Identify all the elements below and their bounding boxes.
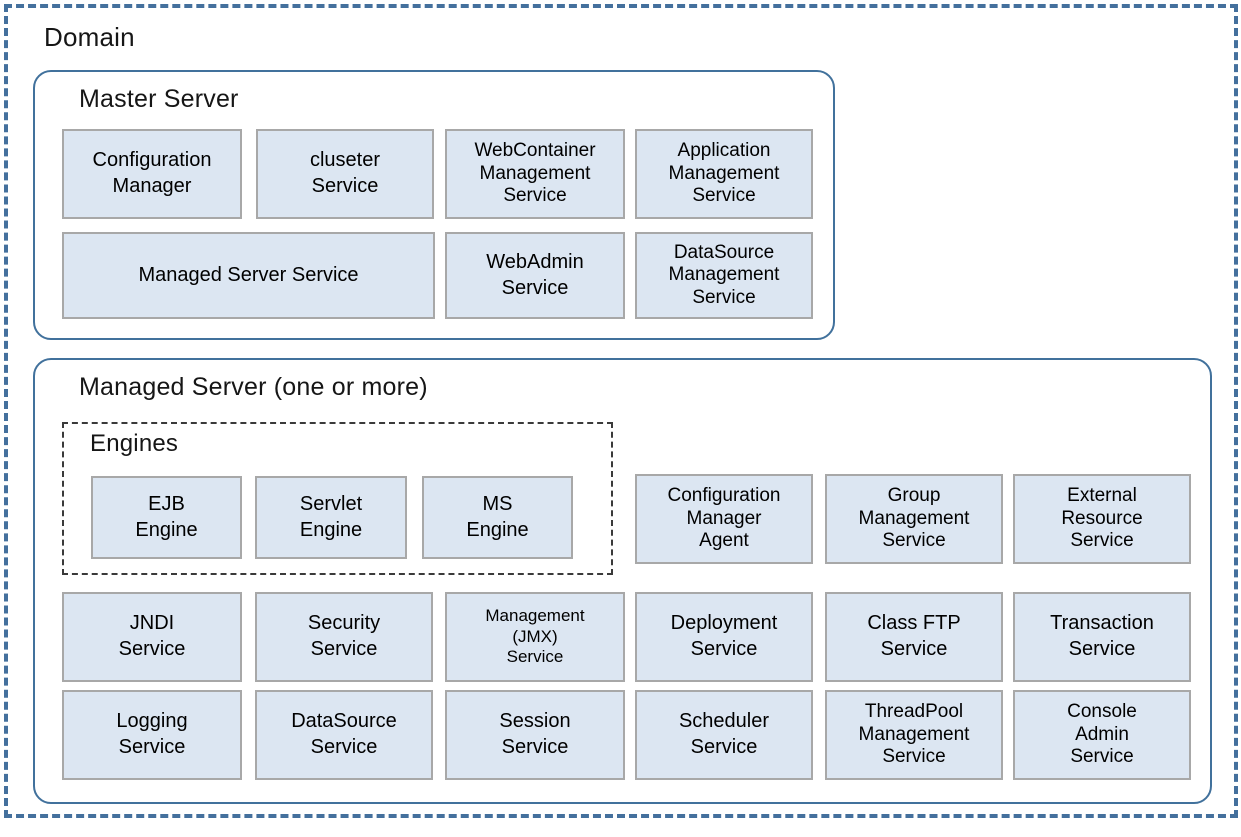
box-servlet-engine: Servlet Engine — [255, 476, 407, 559]
box-ms-engine: MS Engine — [422, 476, 573, 559]
box-webcontainer-management-service: WebContainer Management Service — [445, 129, 625, 219]
managed-server-title: Managed Server (one or more) — [79, 373, 428, 401]
box-group-management-service: Group Management Service — [825, 474, 1003, 564]
box-console-admin-service: Console Admin Service — [1013, 690, 1191, 780]
engines-group: Engines EJB Engine Servlet Engine MS Eng… — [62, 422, 613, 575]
engines-title: Engines — [90, 430, 179, 457]
box-scheduler-service: Scheduler Service — [635, 690, 813, 780]
box-session-service: Session Service — [445, 690, 625, 780]
box-datasource-service: DataSource Service — [255, 690, 433, 780]
box-logging-service: Logging Service — [62, 690, 242, 780]
box-managed-server-service: Managed Server Service — [62, 232, 435, 319]
box-cluseter-service: cluseter Service — [256, 129, 434, 219]
box-configuration-manager: Configuration Manager — [62, 129, 242, 219]
box-configuration-manager-agent: Configuration Manager Agent — [635, 474, 813, 564]
domain-title: Domain — [44, 22, 135, 52]
domain-boundary — [4, 4, 1238, 818]
managed-server-container: Managed Server (one or more) Engines EJB… — [33, 358, 1212, 804]
box-ejb-engine: EJB Engine — [91, 476, 242, 559]
master-server-title: Master Server — [79, 85, 239, 113]
box-jndi-service: JNDI Service — [62, 592, 242, 682]
master-server-container: Master Server Configuration Manager clus… — [33, 70, 835, 340]
box-management-jmx-service: Management (JMX) Service — [445, 592, 625, 682]
box-class-ftp-service: Class FTP Service — [825, 592, 1003, 682]
box-threadpool-management-service: ThreadPool Management Service — [825, 690, 1003, 780]
box-deployment-service: Deployment Service — [635, 592, 813, 682]
box-transaction-service: Transaction Service — [1013, 592, 1191, 682]
box-datasource-management-service: DataSource Management Service — [635, 232, 813, 319]
box-external-resource-service: External Resource Service — [1013, 474, 1191, 564]
box-application-management-service: Application Management Service — [635, 129, 813, 219]
box-webadmin-service: WebAdmin Service — [445, 232, 625, 319]
box-security-service: Security Service — [255, 592, 433, 682]
